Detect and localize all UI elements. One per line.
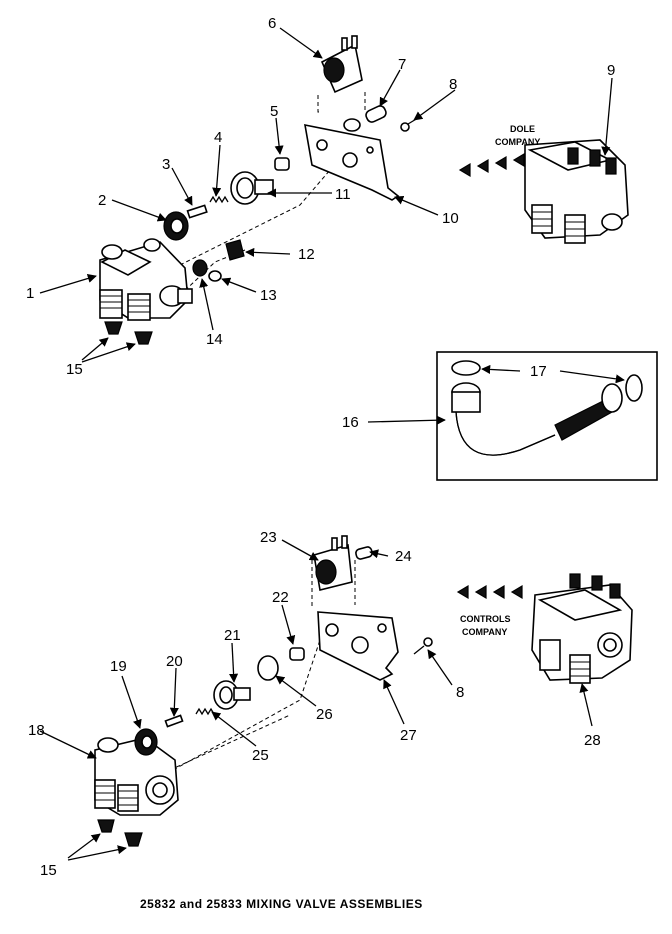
dole-brand-line2: COMPANY [495,137,540,147]
callout-26: 26 [316,706,333,723]
figure-caption: 25832 and 25833 MIXING VALVE ASSEMBLIES [140,897,423,911]
sleeve-part-24 [355,546,373,560]
dole-valve-part-9 [524,139,629,244]
bracket-part-27 [317,611,399,681]
callout-1: 1 [26,285,34,302]
callout-21: 21 [224,627,241,644]
callout-24: 24 [395,548,412,565]
spring-part-4 [209,195,229,204]
controls-brand-line1: CONTROLS [460,614,511,624]
clip-part-12 [225,239,245,261]
pin-part-3 [186,204,208,219]
callout-12: 12 [298,246,315,263]
controls-direction-arrows [456,584,523,600]
controls-brand-line2: COMPANY [462,627,507,637]
screw-part-8-lower [413,637,433,655]
callout-4: 4 [214,129,222,146]
diaphragm-center [141,735,153,749]
grommet [343,118,361,132]
hose-inset [436,351,658,481]
lower-assembly: CONTROLS COMPANY [94,535,633,847]
callout-25: 25 [252,747,269,764]
callout-11: 11 [335,186,351,203]
bracket-part-10 [304,123,400,201]
controls-valve-part-28 [531,573,633,684]
upper-assembly: DOLE COMPANY [99,35,629,345]
guide-part-11 [230,171,274,205]
callout-27: 27 [400,727,417,744]
callout-23: 23 [260,529,277,546]
ring-part-17-left [451,360,481,376]
callout-15-lower: 15 [40,862,57,879]
callout-8-lower: 8 [456,684,464,701]
callout-15-upper: 15 [66,361,83,378]
callout-10: 10 [442,210,459,227]
sleeve-part-7 [365,105,387,123]
callout-22: 22 [272,589,289,606]
dole-brand-line1: DOLE [510,124,535,134]
callout-28: 28 [584,732,601,749]
valve-body-part-18 [94,737,179,816]
callout-14: 14 [206,331,223,348]
solenoid-part-6 [320,35,363,94]
callout-3: 3 [162,156,170,173]
ring-part-26 [257,655,279,681]
callout-20: 20 [166,653,183,670]
callout-2: 2 [98,192,106,209]
diaphragm-part-2 [163,211,189,241]
callout-6: 6 [268,15,276,32]
filter-part-14 [192,259,208,277]
guide-part-21 [213,680,251,710]
solenoid-part-23 [313,535,353,591]
callout-8-upper: 8 [449,76,457,93]
spring-part-25 [195,707,215,716]
hose-part-16 [451,382,623,456]
callout-13: 13 [260,287,277,304]
callout-19: 19 [110,658,127,675]
dole-direction-arrows [458,152,525,178]
plunger-part-5 [274,157,290,171]
plunger-part-22 [289,647,305,661]
strainers-part-15-upper [104,321,153,345]
callout-7: 7 [398,56,406,73]
valve-body-part-1 [99,238,193,321]
callout-18: 18 [28,722,45,739]
callout-17: 17 [530,363,547,380]
callout-5: 5 [270,103,278,120]
screw-part-8-upper [400,117,419,132]
callout-9: 9 [607,62,615,79]
washer-part-13 [208,270,222,282]
leader-lines [39,27,625,861]
ring-part-17-right [625,374,643,402]
pin-part-20 [164,714,184,728]
strainers-part-15-lower [97,819,143,847]
callout-16: 16 [342,414,359,431]
callout-labels: 1 2 3 4 5 6 7 8 9 10 11 12 13 14 15 16 1… [26,15,615,879]
